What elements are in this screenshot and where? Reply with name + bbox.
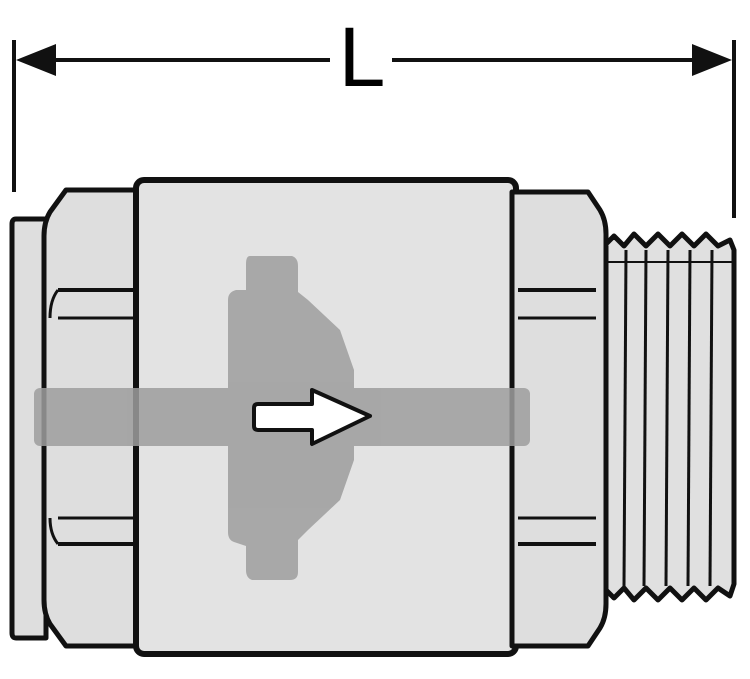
dimension-l: L xyxy=(12,10,736,218)
dimension-arrowhead-left xyxy=(16,44,56,76)
right-arrow-icon xyxy=(252,388,372,446)
thread-lines xyxy=(622,249,714,587)
dimension-arrowhead-right xyxy=(692,44,732,76)
left-hex-curve-top xyxy=(48,289,60,319)
right-hex-nut xyxy=(509,189,609,649)
dimension-label: L xyxy=(339,10,386,104)
threaded-end xyxy=(603,231,737,603)
flow-direction-arrow xyxy=(252,388,372,446)
left-hex-curve-bottom xyxy=(48,517,60,545)
left-end-ring xyxy=(9,216,49,641)
